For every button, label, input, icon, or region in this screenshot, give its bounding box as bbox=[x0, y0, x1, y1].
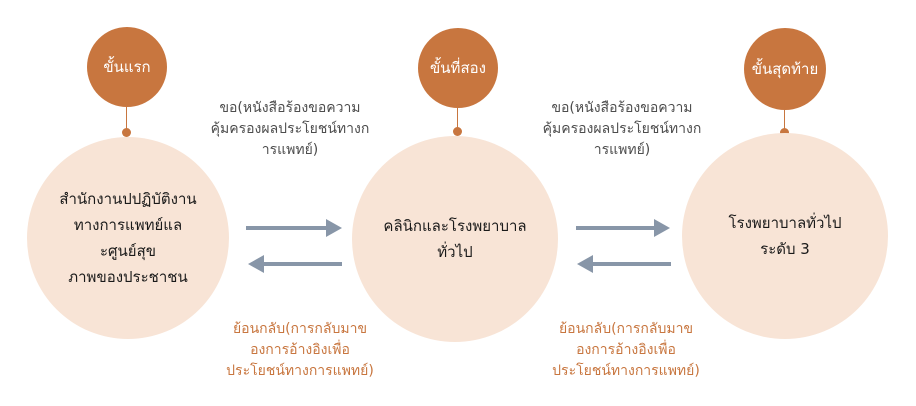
step-1-badge-label: ขั้นแรก bbox=[103, 58, 151, 76]
step-3-dot bbox=[780, 128, 789, 137]
step-3-badge: ขั้นสุดท้าย bbox=[744, 28, 826, 110]
step-1-label: สำนักงานปปฏิบัติงาน ทางการแพทย์แล ะศูนย์… bbox=[59, 190, 197, 286]
step-1-dot bbox=[122, 128, 131, 137]
step-2-circle: คลินิกและโรงพยาบาล ทั่วไป bbox=[352, 136, 558, 342]
back-arrow-1 bbox=[248, 255, 342, 273]
request-note-1: ขอ(หนังสือร้องขอความ คุ้มครองผลประโยชน์ท… bbox=[210, 100, 370, 158]
step-1-badge: ขั้นแรก bbox=[87, 27, 167, 107]
return-note-2: ย้อนกลับ(การกลับมาข องการอ้างอิงเพื่อ ปร… bbox=[552, 321, 700, 379]
step-2-connector bbox=[457, 108, 458, 132]
step-2-badge: ขั้นที่สอง bbox=[418, 28, 498, 108]
step-2-badge-label: ขั้นที่สอง bbox=[430, 59, 486, 77]
step-1-connector bbox=[126, 107, 127, 132]
step-2-label: คลินิกและโรงพยาบาล ทั่วไป bbox=[383, 217, 527, 261]
step-3-connector bbox=[784, 110, 785, 132]
return-note-1: ย้อนกลับ(การกลับมาข องการอ้างอิงเพื่อ ปร… bbox=[226, 321, 374, 379]
forward-arrow-2 bbox=[576, 219, 670, 237]
forward-arrow-1 bbox=[246, 219, 342, 237]
back-arrow-2 bbox=[577, 255, 671, 273]
step-2-dot bbox=[453, 127, 462, 136]
step-3-label: โรงพยาบาลทั่วไป ระดับ 3 bbox=[728, 214, 842, 258]
step-3-circle: โรงพยาบาลทั่วไป ระดับ 3 bbox=[682, 133, 888, 339]
step-1-circle: สำนักงานปปฏิบัติงาน ทางการแพทย์แล ะศูนย์… bbox=[27, 137, 229, 339]
step-3-badge-label: ขั้นสุดท้าย bbox=[751, 60, 819, 78]
request-note-2: ขอ(หนังสือร้องขอความ คุ้มครองผลประโยชน์ท… bbox=[542, 100, 702, 158]
